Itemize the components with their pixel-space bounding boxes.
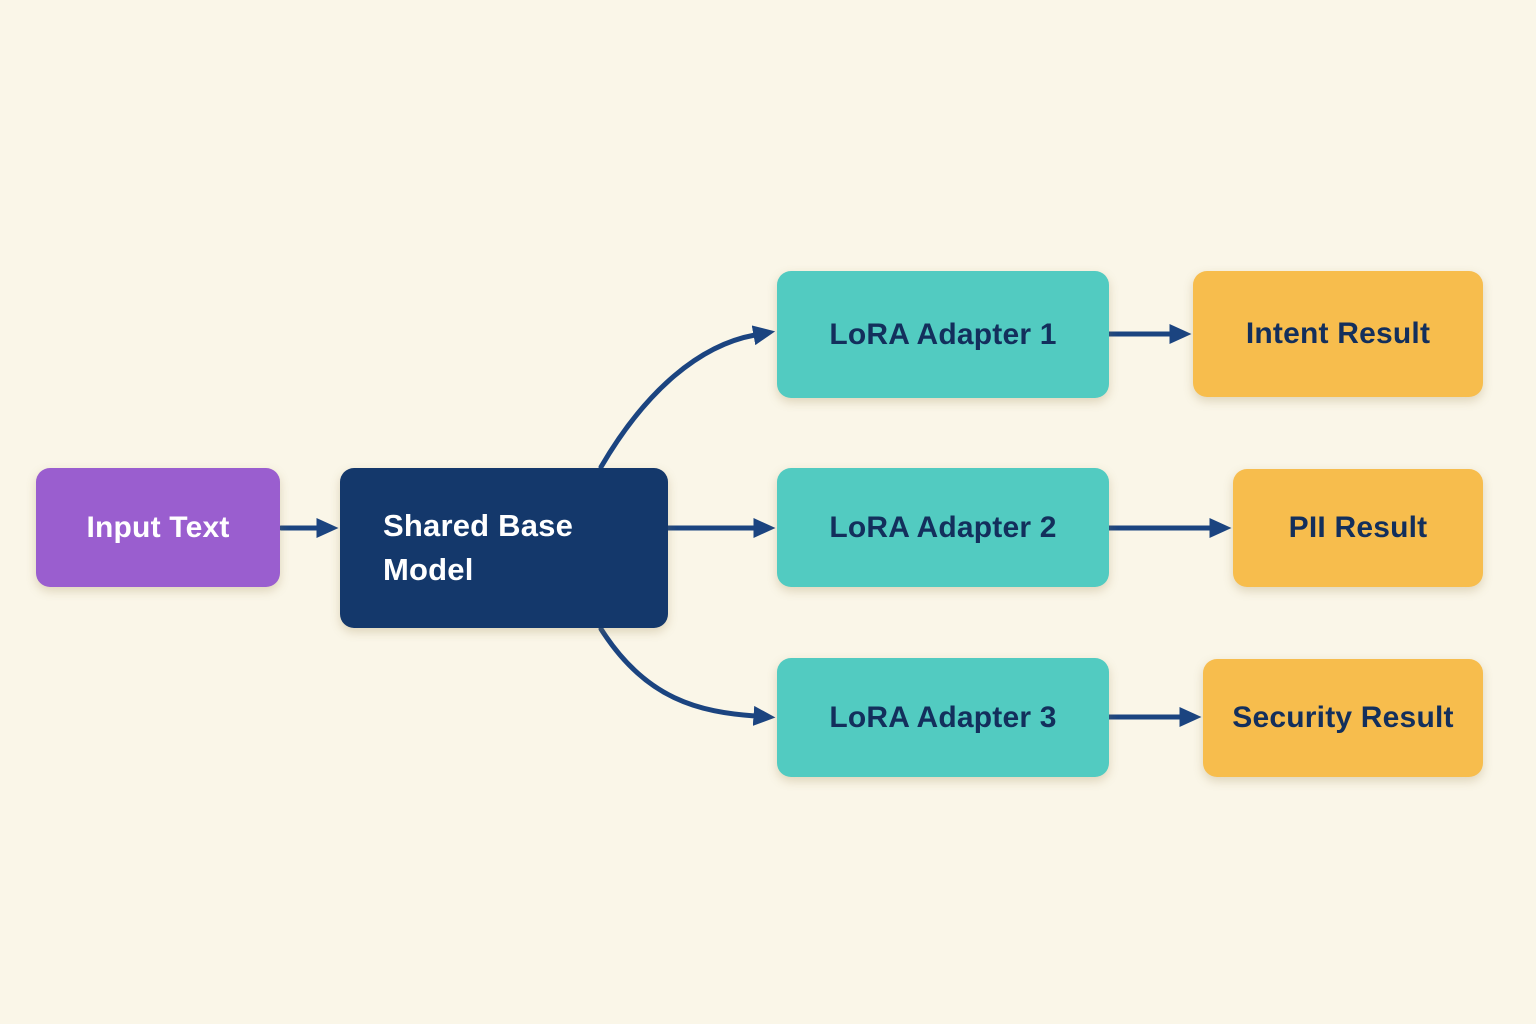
node-pii-result-label: PII Result [1288,511,1428,544]
node-security-result: Security Result [1203,659,1483,777]
node-security-result-label: Security Result [1232,701,1454,734]
node-input-text: Input Text [36,468,280,587]
node-lora-adapter-2-label: LoRA Adapter 2 [829,510,1057,544]
node-intent-result-label: Intent Result [1245,317,1431,350]
edge-base-to-adapter3 [598,626,776,726]
node-lora-adapter-1: LoRA Adapter 1 [777,271,1109,398]
node-pii-result: PII Result [1233,469,1483,587]
node-intent-result: Intent Result [1193,271,1483,397]
node-lora-adapter-1-label: LoRA Adapter 1 [829,317,1057,351]
node-lora-adapter-3: LoRA Adapter 3 [777,658,1109,777]
node-shared-base-model-label: Shared Base Model [383,507,574,587]
node-input-text-label: Input Text [86,510,230,544]
node-lora-adapter-3-label: LoRA Adapter 3 [829,700,1057,734]
edge-base-to-adapter1 [598,325,776,470]
node-lora-adapter-2: LoRA Adapter 2 [777,468,1109,587]
node-shared-base-model: Shared Base Model [340,468,668,628]
